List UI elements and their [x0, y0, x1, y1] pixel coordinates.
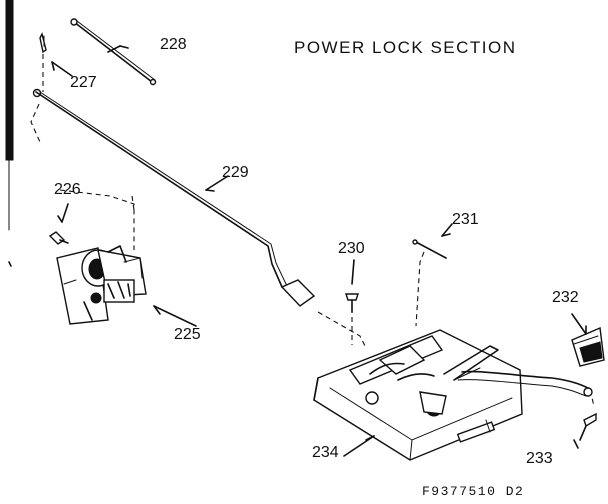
callout-226: 226 [54, 181, 81, 198]
callout-234: 234 [312, 444, 339, 461]
part-233-screw [573, 412, 597, 449]
callout-228: 228 [160, 36, 187, 53]
diagram-title: POWER LOCK SECTION [294, 38, 517, 57]
part-225-solenoid [56, 245, 197, 327]
callout-225: 225 [174, 326, 201, 343]
part-232-knob [571, 313, 605, 367]
drawing-code: F9377510 D2 [422, 484, 525, 499]
part-231-pin [412, 223, 453, 259]
part-229-rod [32, 88, 316, 307]
part-226-screw [48, 203, 69, 245]
callout-232: 232 [552, 289, 579, 306]
part-228-spring [70, 18, 157, 86]
callout-227: 227 [70, 74, 97, 91]
part-227-clip [39, 31, 73, 77]
part-234-lock-assembly [313, 329, 593, 461]
page-edge-mark [5, 0, 14, 267]
part-230-screw [345, 259, 359, 313]
callout-231: 231 [452, 211, 479, 228]
callout-230: 230 [338, 240, 365, 257]
callout-229: 229 [222, 164, 249, 181]
callout-233: 233 [526, 450, 553, 467]
